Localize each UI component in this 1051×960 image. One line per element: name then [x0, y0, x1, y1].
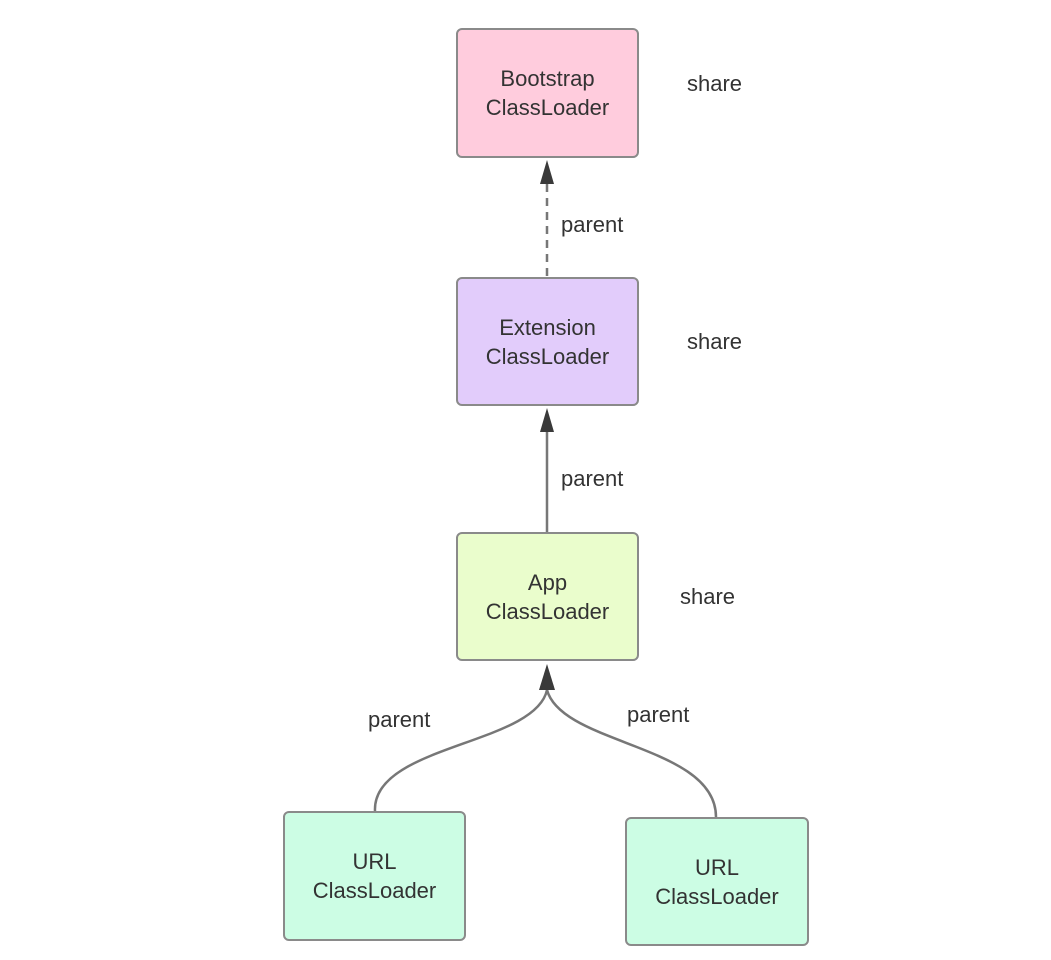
node-url-right-line2: ClassLoader — [655, 883, 779, 909]
edge-url-right-to-app — [545, 689, 718, 818]
node-bootstrap-line2: ClassLoader — [485, 95, 610, 120]
arrowhead-app — [539, 664, 555, 690]
node-extension-line2: ClassLoader — [485, 343, 610, 369]
arrowhead-extension — [540, 408, 554, 432]
node-extension-classloader: Extension ClassLoader — [456, 277, 639, 406]
parent-label-app-to-ext: parent — [561, 466, 624, 491]
node-extension-line1: Extension — [499, 314, 596, 340]
arrowhead-bootstrap — [540, 160, 554, 184]
node-app-line2: ClassLoader — [485, 598, 610, 624]
node-bootstrap-classloader: Bootstrap ClassLoader — [456, 28, 639, 158]
node-app-classloader: App ClassLoader — [456, 532, 639, 661]
share-label-extension: share — [687, 329, 743, 354]
share-label-app: share — [680, 584, 736, 609]
node-url-left-line2: ClassLoader — [312, 878, 437, 903]
node-bootstrap-line1: Bootstrap — [500, 66, 595, 91]
parent-label-url-right-to-app: parent — [627, 702, 690, 727]
parent-label-url-left-to-app: parent — [368, 707, 431, 732]
share-label-bootstrap: share — [687, 71, 743, 96]
node-url-right-line1: URL — [694, 854, 739, 880]
node-app-line1: App — [527, 569, 568, 595]
node-url-classloader-right: URL ClassLoader — [625, 817, 809, 946]
edge-url-left-to-app — [373, 689, 549, 812]
node-url-classloader-left: URL ClassLoader — [283, 811, 466, 941]
parent-label-ext-to-bootstrap: parent — [561, 212, 624, 237]
node-url-left-line1: URL — [352, 849, 397, 874]
